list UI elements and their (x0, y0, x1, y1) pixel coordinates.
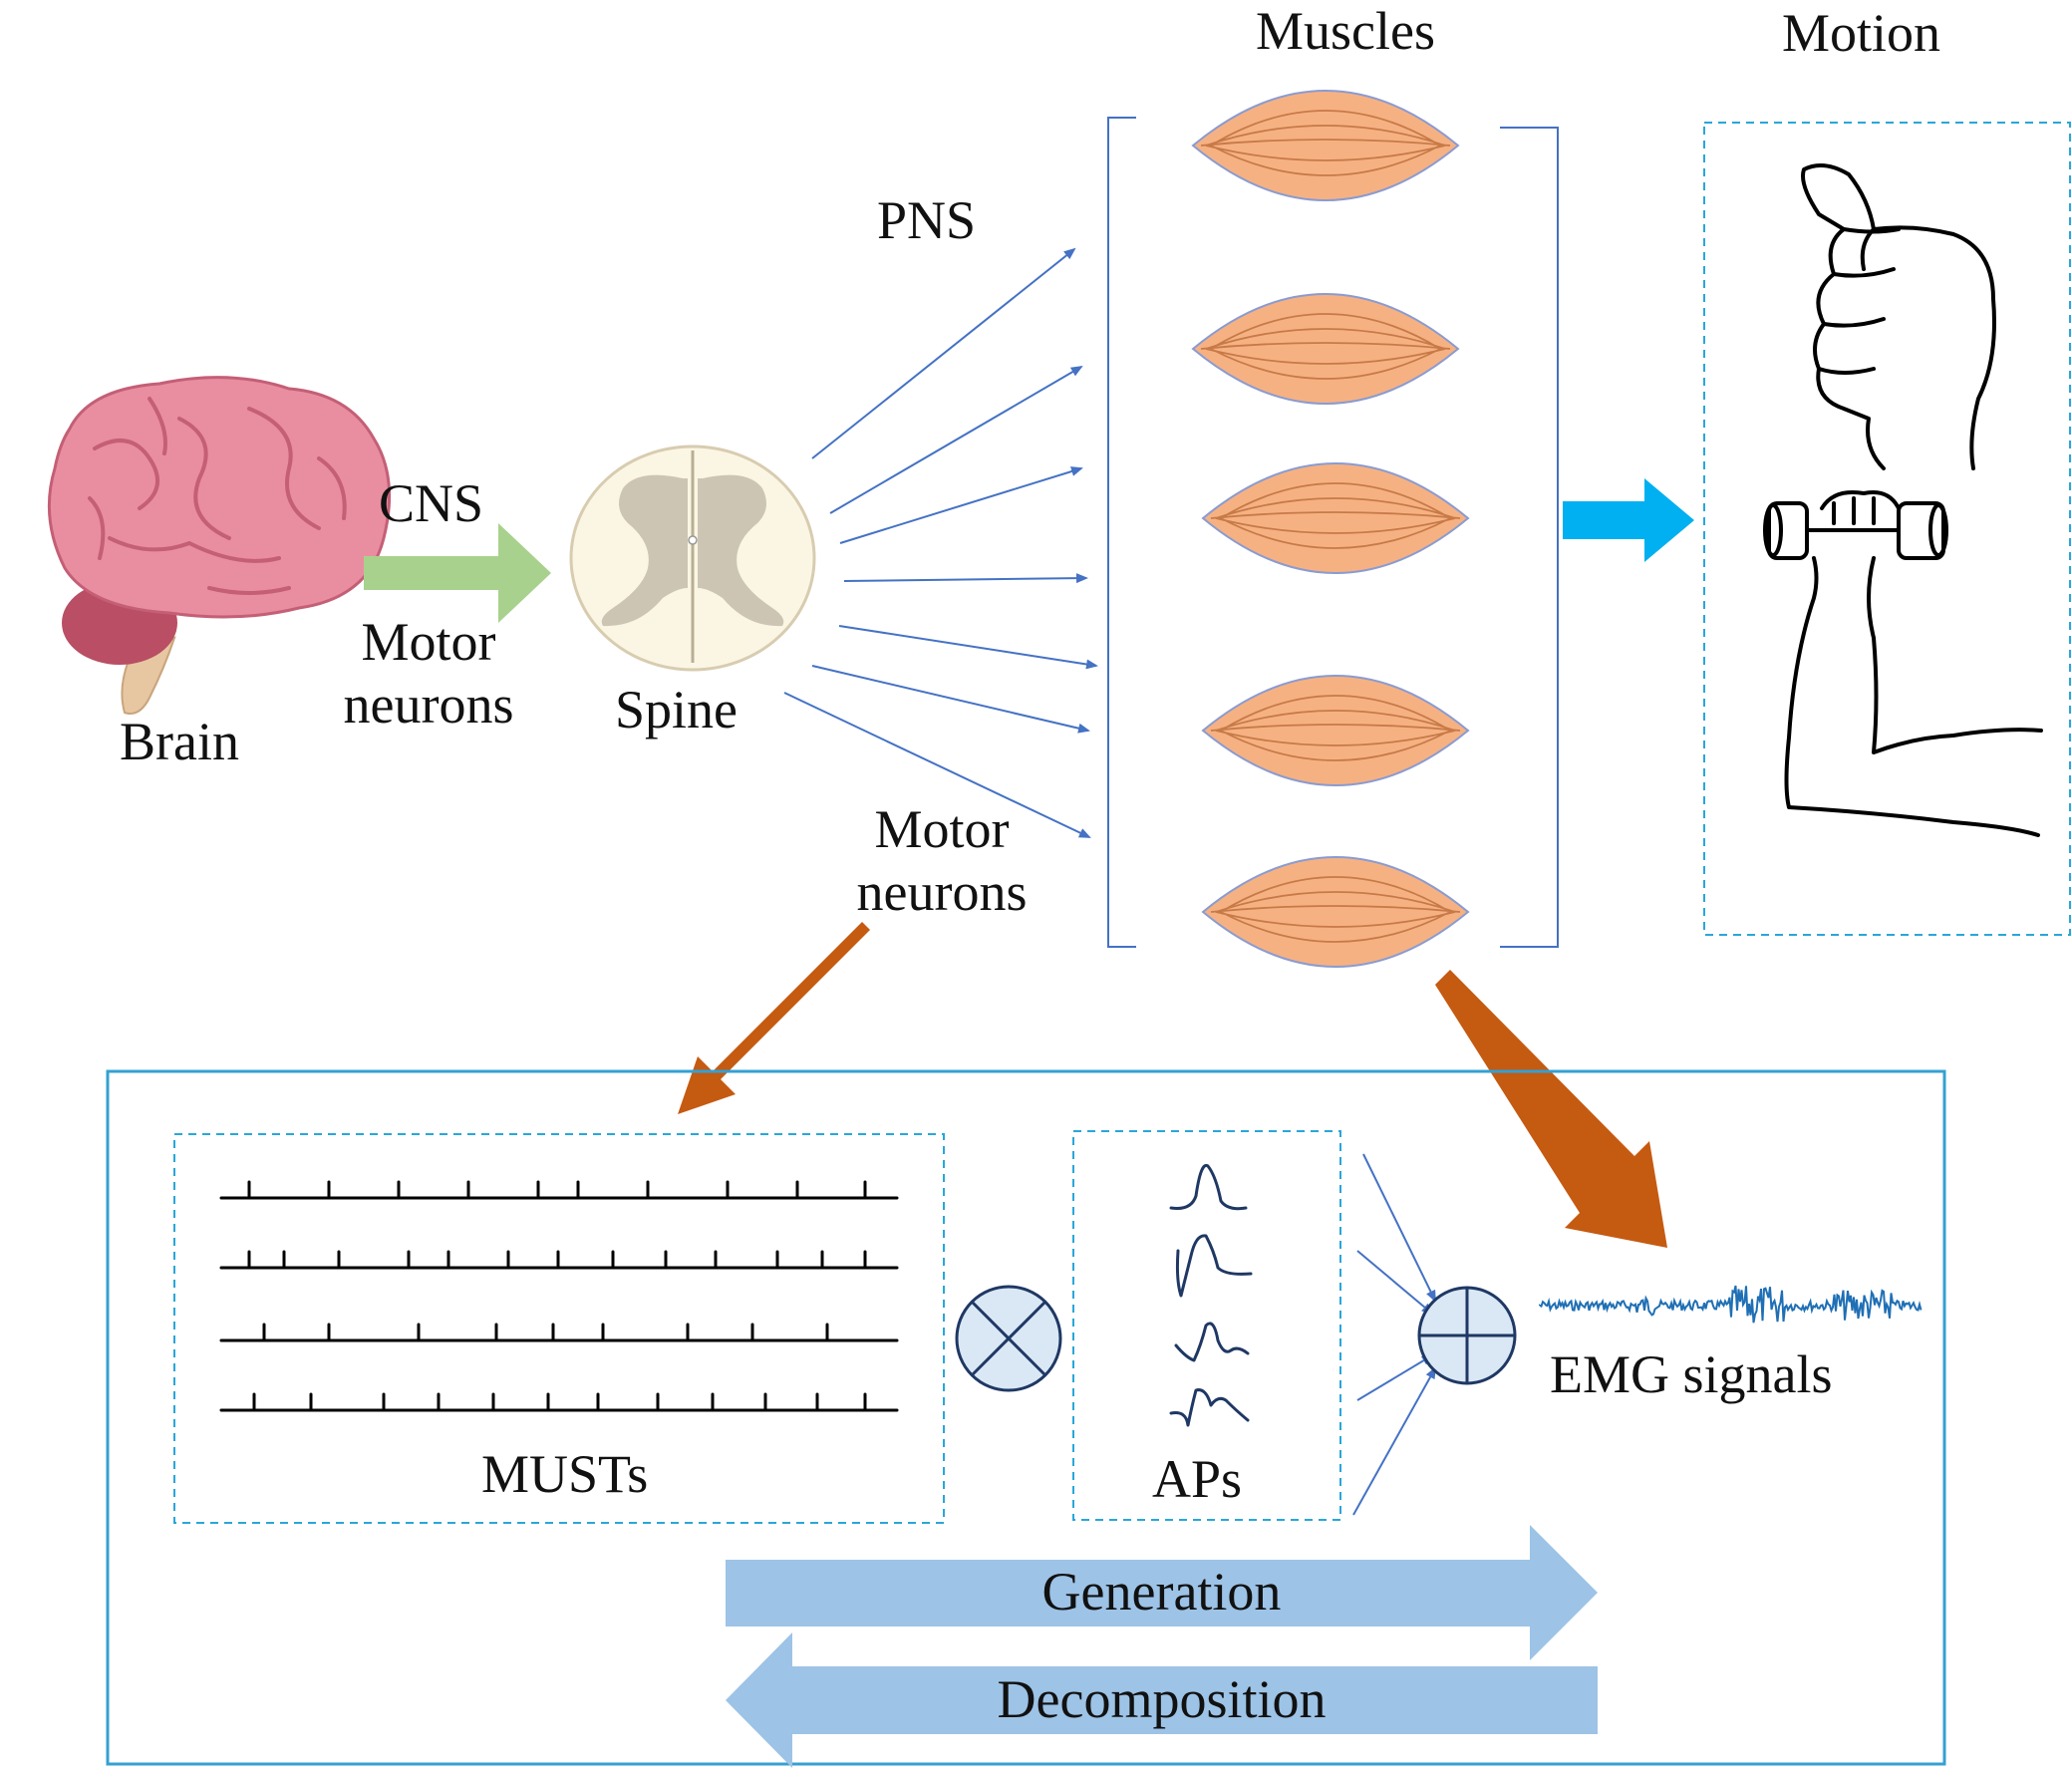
sum-arrow (1356, 1353, 1434, 1401)
brain-label: Brain (120, 712, 239, 771)
generation-arrow (726, 1525, 1598, 1660)
nerve-arrow (839, 466, 1083, 544)
nerve-arrow (783, 692, 1091, 838)
muscles-label: Muscles (1256, 1, 1435, 61)
muscle-icon (1201, 856, 1470, 968)
musts-label: MUSTs (481, 1444, 649, 1504)
sum-arrow (1362, 1153, 1436, 1303)
aps-label: APs (1152, 1449, 1243, 1509)
spine-label: Spine (615, 680, 739, 739)
motion-box (1703, 122, 2071, 936)
muscles-left-bracket (1107, 117, 1136, 948)
spike-train (219, 1180, 899, 1200)
ap-waveform (1175, 1234, 1253, 1298)
pns-label: PNS (877, 190, 977, 250)
pns-nerve-arrows (783, 247, 1098, 838)
decomposition-label: Decomposition (997, 1669, 1327, 1729)
sum-input-arrows (1352, 1153, 1436, 1516)
muscle-icon (1191, 293, 1460, 405)
brain-illustration (47, 376, 392, 715)
cns-arrow (364, 523, 551, 623)
nerve-arrow (843, 573, 1088, 584)
multiply-circle-icon (955, 1285, 1062, 1392)
emg-model-panel (106, 1069, 1946, 1766)
motor-neurons-mid-line1: Motor (874, 799, 1010, 859)
spike-train (219, 1250, 899, 1270)
muscle-icon (1191, 90, 1460, 201)
decomposition-arrow (726, 1632, 1598, 1768)
nerve-arrow (829, 365, 1083, 514)
spike-trains (219, 1180, 899, 1412)
dumbbell-arm-icon (1763, 490, 2043, 837)
ap-waveform (1174, 1322, 1250, 1362)
thumbs-up-hand-icon (1801, 163, 1996, 470)
generation-label: Generation (1041, 1562, 1282, 1622)
spike-train (219, 1323, 899, 1342)
muscles-group (1191, 90, 1470, 968)
cns-label: CNS (379, 473, 484, 533)
muscle-icon (1201, 675, 1470, 786)
action-potential-waveforms (1169, 1163, 1253, 1427)
aps-box (1072, 1130, 1341, 1521)
ap-waveform (1169, 1388, 1250, 1427)
plus-circle-icon (1417, 1286, 1517, 1385)
motor-neurons-left-label: Motor neurons (319, 612, 538, 736)
spine-cross-section-icon (569, 444, 816, 672)
emg-signals-label: EMG signals (1550, 1344, 1833, 1404)
motion-label: Motion (1782, 3, 1941, 63)
motion-arrow (1563, 478, 1694, 562)
nerve-arrow (811, 665, 1090, 734)
orange-arrow-to-musts (678, 922, 870, 1114)
emg-signal-waveform (1539, 1285, 1923, 1324)
musts-box (173, 1133, 945, 1524)
orange-arrow-to-emg (1435, 970, 1667, 1248)
motor-neurons-mid-line2: neurons (856, 862, 1028, 923)
motor-neurons-mid-label: Motor neurons (832, 799, 1051, 923)
nerve-arrow (838, 625, 1098, 670)
muscles-right-bracket (1500, 127, 1559, 948)
sum-arrow (1356, 1250, 1434, 1316)
sum-arrow (1352, 1366, 1436, 1516)
motor-neurons-left-line1: Motor (361, 612, 496, 672)
nerve-arrow (811, 247, 1076, 459)
muscle-icon (1201, 462, 1470, 574)
ap-waveform (1169, 1163, 1248, 1211)
motor-neurons-left-line2: neurons (343, 675, 514, 736)
spike-train (219, 1392, 899, 1412)
